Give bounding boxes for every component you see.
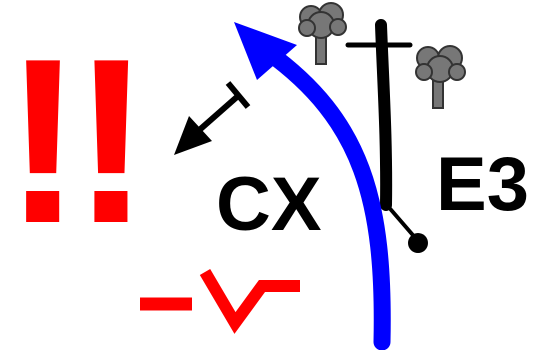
tree-icon	[415, 45, 466, 109]
vertical-line-with-branch-icon	[345, 19, 428, 253]
right-code-label: E3	[436, 142, 529, 227]
exclamation-label: !!	[4, 9, 141, 272]
center-code-label: CX	[216, 162, 322, 247]
minus-root-sign-icon	[140, 268, 300, 334]
double-headed-arrow-icon	[174, 81, 251, 155]
tree-icon	[298, 2, 347, 65]
blue-curved-arrow-icon	[234, 22, 391, 350]
